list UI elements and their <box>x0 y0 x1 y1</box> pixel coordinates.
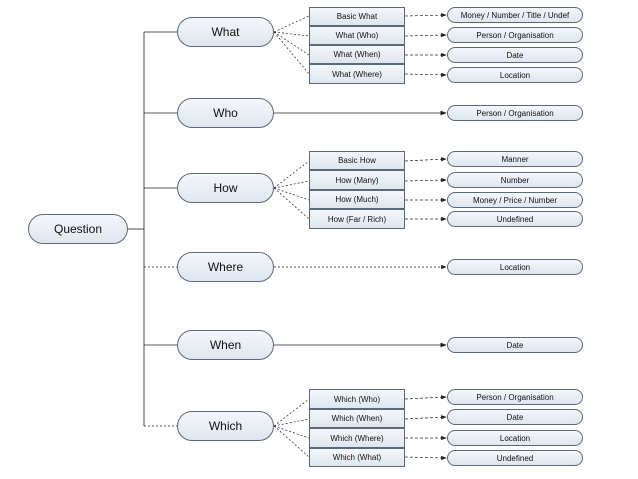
subtype-box: How (Far / Rich) <box>309 209 405 229</box>
answer-node: Undefined <box>447 450 583 466</box>
which-arrows <box>404 395 447 460</box>
answer-node: Money / Number / Title / Undef <box>447 7 583 23</box>
when-node: When <box>177 330 274 360</box>
subtype-box: What (Who) <box>309 26 405 45</box>
subtype-box: Which (When) <box>309 409 405 428</box>
subtype-box: Which (Who) <box>309 389 405 409</box>
subtype-box: How (Many) <box>309 170 405 190</box>
which-fan <box>273 398 310 458</box>
answer-node: Date <box>447 409 583 425</box>
question-node: Question <box>28 214 128 244</box>
answer-node: Location <box>447 67 583 83</box>
answer-node: Number <box>447 172 583 188</box>
subtype-box: Basic What <box>309 7 405 26</box>
answer-node: Location <box>447 259 583 275</box>
answer-node: Date <box>447 47 583 63</box>
answer-node: Date <box>447 337 583 353</box>
subtype-box: How (Much) <box>309 190 405 209</box>
what-arrows <box>404 13 447 77</box>
what-fan <box>273 15 310 75</box>
answer-node: Person / Organisation <box>447 389 583 405</box>
subtype-box: Which (What) <box>309 448 405 467</box>
answer-node: Money / Price / Number <box>447 192 583 208</box>
answer-node: Manner <box>447 151 583 167</box>
which-node: Which <box>177 411 274 441</box>
subtype-box: What (Where) <box>309 64 405 84</box>
how-fan <box>273 160 310 220</box>
answer-node: Location <box>447 430 583 446</box>
what-node: What <box>177 17 274 47</box>
subtype-box: Basic How <box>309 151 405 170</box>
answer-node: Undefined <box>447 211 583 227</box>
how-arrows <box>404 157 447 222</box>
subtype-box: Which (Where) <box>309 428 405 448</box>
answer-node: Person / Organisation <box>447 27 583 43</box>
who-node: Who <box>177 98 274 128</box>
where-node: Where <box>177 252 274 282</box>
subtype-box: What (When) <box>309 45 405 64</box>
answer-node: Person / Organisation <box>447 105 583 121</box>
how-node: How <box>177 173 274 203</box>
